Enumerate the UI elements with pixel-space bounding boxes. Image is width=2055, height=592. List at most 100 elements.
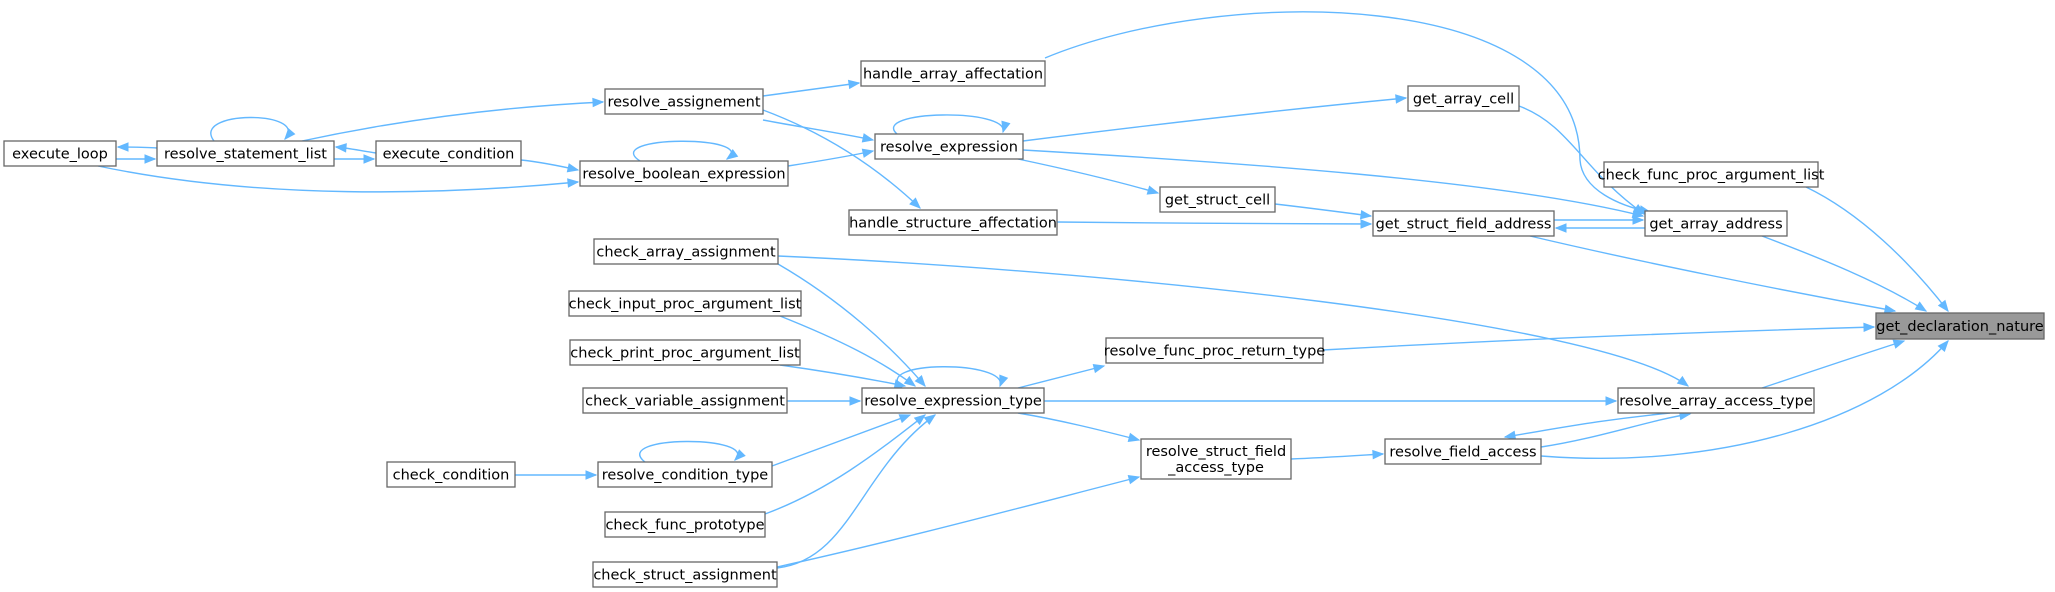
node-box: [582, 387, 788, 414]
edge-resolve_field_access-to-resolve_array_access_type: [1540, 413, 1691, 448]
edges-layer: [97, 11, 1949, 569]
node-box: [3, 140, 117, 167]
node-check-variable-assignment[interactable]: check_variable_assignment: [582, 387, 788, 414]
node-label: resolve_statement_list: [164, 147, 327, 163]
edge-handle_array_affectation-to-get_array_address: [1044, 11, 1651, 213]
edge-resolve_expression_type-to-resolve_expression_type: [896, 366, 1001, 389]
node-get-array-cell[interactable]: get_array_cell: [1407, 85, 1520, 112]
node-execute-loop[interactable]: execute_loop: [3, 140, 117, 167]
edge-get_struct_field_address-to-get_declaration_nature: [1529, 235, 1896, 312]
arrowhead-execute_condition-to-resolve_boolean_expression: [566, 163, 580, 173]
edge-resolve_condition_type-to-resolve_expression_type: [771, 414, 911, 467]
node-box: [593, 238, 779, 265]
nodes-layer: get_declaration_nature check_func_proc_ar…: [3, 60, 2045, 588]
node-check-func-prototype[interactable]: check_func_prototype: [604, 511, 766, 538]
node-check-condition[interactable]: check_condition: [386, 461, 516, 488]
edge-resolve_expression_type-to-resolve_func_proc_return_type: [1017, 365, 1105, 389]
node-get-declaration-nature[interactable]: get_declaration_nature: [1875, 312, 2045, 340]
arrowhead-resolve_expression_type-to-resolve_struct_field_access_type: [1127, 432, 1141, 442]
node-label: check_print_proc_argument_list: [570, 346, 800, 362]
node-check-array-assignment[interactable]: check_array_assignment: [593, 238, 779, 265]
edge-get_array_address-to-get_declaration_nature: [1761, 235, 1927, 312]
node-label: check_array_assignment: [596, 245, 776, 261]
node-resolve-array-access-type[interactable]: resolve_array_access_type: [1617, 387, 1815, 414]
node-box: [1159, 186, 1276, 213]
node-box: [1603, 161, 1819, 188]
arrowhead-resolve_condition_type-to-resolve_condition_type: [734, 449, 746, 461]
arrowhead-resolve_boolean_expression-to-resolve_boolean_expression: [725, 148, 739, 160]
node-check-struct-assignment[interactable]: check_struct_assignment: [592, 561, 778, 588]
node-check-print-proc-argument-list[interactable]: check_print_proc_argument_list: [569, 339, 801, 366]
node-check-input-proc-argument-list[interactable]: check_input_proc_argument_list: [568, 290, 802, 317]
arrowhead-resolve_assignement-to-resolve_expression: [861, 133, 875, 143]
node-resolve-boolean-expression[interactable]: resolve_boolean_expression: [579, 160, 789, 187]
edge-resolve_boolean_expression-to-resolve_expression: [787, 150, 874, 167]
arrowhead-handle_structure_affectation-to-get_struct_field_address: [1360, 219, 1373, 229]
node-label: resolve_func_proc_return_type: [1104, 344, 1325, 360]
arrowhead-resolve_expression-to-get_array_cell: [1395, 94, 1408, 104]
arrowhead-resolve_expression-to-resolve_expression: [1001, 120, 1011, 134]
node-resolve-statement-list[interactable]: resolve_statement_list: [156, 140, 335, 167]
edge-handle_structure_affectation-to-get_struct_field_address: [1056, 221, 1372, 225]
node-handle-array-affectation[interactable]: handle_array_affectation: [860, 60, 1046, 87]
edge-check_array_assignment-to-resolve_array_access_type: [777, 255, 1689, 387]
edge-resolve_assignement-to-resolve_expression: [762, 119, 874, 141]
node-label: resolve_boolean_expression: [582, 167, 785, 183]
edge-resolve_assignement-to-handle_structure_affectation: [762, 109, 921, 209]
node-resolve-condition-type[interactable]: resolve_condition_type: [597, 461, 773, 488]
node-label: get_array_cell: [1413, 92, 1514, 108]
node-box: [569, 339, 801, 366]
arrowhead-check_struct_assignment-to-resolve_expression_type: [923, 414, 937, 426]
edge-resolve_expression_type-to-resolve_struct_field_access_type: [1017, 412, 1140, 441]
node-box: [1875, 312, 2045, 340]
node-box: [156, 140, 335, 167]
arrowhead-resolve_statement_list-to-resolve_statement_list: [284, 127, 296, 141]
edge-resolve_statement_list-to-resolve_statement_list: [210, 116, 289, 142]
node-label: get_struct_cell: [1165, 193, 1270, 209]
arrowhead-get_array_address-to-get_struct_field_address: [1554, 223, 1567, 233]
arrowhead-resolve_array_access_type-to-resolve_field_access: [1503, 430, 1517, 440]
node-resolve-expression[interactable]: resolve_expression: [874, 133, 1024, 160]
edge-resolve_func_proc_return_type-to-get_declaration_nature: [1322, 326, 1875, 351]
node-execute-condition[interactable]: execute_condition: [375, 140, 522, 167]
edge-resolve_array_access_type-to-resolve_field_access: [1504, 412, 1671, 438]
node-label: check_func_prototype: [605, 518, 764, 534]
node-box: [1617, 387, 1815, 414]
edge-check_print_proc_argument_list-to-resolve_expression_type: [779, 364, 906, 387]
edge-check_func_prototype-to-resolve_expression_type: [764, 414, 926, 515]
arrowhead-resolve_func_proc_return_type-to-get_declaration_nature: [1863, 322, 1876, 333]
node-handle-structure-affectation[interactable]: handle_structure_affectation: [848, 209, 1058, 236]
node-box: [861, 387, 1045, 414]
node-get-array-address[interactable]: get_array_address: [1644, 210, 1788, 237]
node-get-struct-cell[interactable]: get_struct_cell: [1159, 186, 1276, 213]
edge-execute_loop-to-resolve_boolean_expression: [97, 165, 579, 193]
node-label: _access_type: [1167, 460, 1264, 476]
node-get-struct-field-address[interactable]: get_struct_field_address: [1372, 210, 1555, 237]
arrowhead-resolve_expression-to-get_array_address: [1631, 208, 1645, 219]
arrowhead-check_variable_assignment-to-resolve_expression_type: [849, 396, 862, 406]
node-box: [860, 60, 1046, 87]
edge-resolve_struct_field_access_type-to-resolve_field_access: [1290, 453, 1384, 460]
node-box: [1140, 438, 1292, 480]
node-label: resolve_expression: [880, 140, 1018, 156]
node-label: get_struct_field_address: [1376, 217, 1552, 233]
node-resolve-struct-field-access-type[interactable]: resolve_struct_field_access_type: [1140, 438, 1292, 480]
arrowhead-execute_loop-to-resolve_statement_list: [144, 154, 157, 164]
node-resolve-assignement[interactable]: resolve_assignement: [604, 88, 764, 115]
arrowhead-resolve_expression_type-to-resolve_array_access_type: [1605, 396, 1618, 406]
node-label: handle_array_affectation: [863, 67, 1043, 83]
arrowhead-resolve_expression-to-get_struct_cell: [1146, 185, 1160, 195]
node-resolve-expression-type[interactable]: resolve_expression_type: [861, 387, 1045, 414]
edge-resolve_expression-to-get_array_address: [1022, 149, 1644, 217]
node-check-func-proc-argument-list[interactable]: check_func_proc_argument_list: [1598, 161, 1825, 188]
edge-resolve_expression-to-get_struct_cell: [1017, 158, 1159, 194]
node-box: [386, 461, 516, 488]
node-label: check_func_proc_argument_list: [1598, 168, 1825, 184]
arrowhead-check_array_assignment-to-resolve_expression_type: [914, 374, 926, 388]
node-resolve-field-access[interactable]: resolve_field_access: [1384, 438, 1542, 465]
node-resolve-func-proc-return-type[interactable]: resolve_func_proc_return_type: [1104, 337, 1325, 364]
node-label: check_condition: [393, 468, 510, 484]
node-label: resolve_condition_type: [602, 468, 769, 484]
node-box: [579, 160, 789, 187]
